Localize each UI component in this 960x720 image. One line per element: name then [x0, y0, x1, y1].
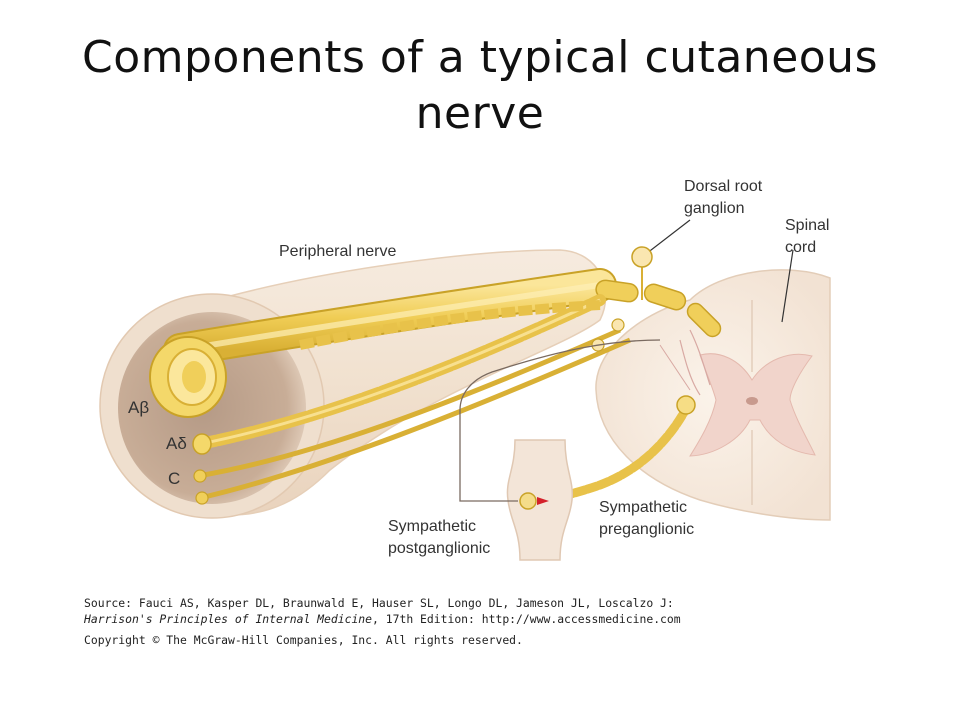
- a-beta-label: Aβ: [128, 398, 149, 417]
- sympathetic-pre-label-line2: preganglionic: [599, 521, 694, 538]
- peripheral-nerve-label: Peripheral nerve: [279, 243, 397, 260]
- source-copyright: Copyright © The McGraw-Hill Companies, I…: [84, 633, 884, 649]
- source-edition: , 17th Edition: http://www.accessmedicin…: [372, 612, 681, 626]
- source-caption: Source: Fauci AS, Kasper DL, Braunwald E…: [84, 596, 884, 649]
- sympathetic-post-label-line2: postganglionic: [388, 540, 490, 557]
- c-fiber-label: C: [168, 469, 180, 488]
- sympathetic-pre-label-line1: Sympathetic: [599, 499, 687, 516]
- dorsal-root-label-line2: ganglion: [684, 200, 745, 217]
- spinal-cord-label-line1: Spinal: [785, 217, 829, 234]
- spinal-cord: [596, 270, 830, 520]
- central-canal: [746, 397, 758, 405]
- spinal-cord-label-line2: cord: [785, 239, 816, 256]
- dorsal-root-label-line1: Dorsal root: [684, 178, 763, 195]
- a-delta-label: Aδ: [166, 434, 187, 453]
- source-line-2: Harrison's Principles of Internal Medici…: [84, 612, 884, 628]
- source-book-title: Harrison's Principles of Internal Medici…: [84, 612, 372, 626]
- sympathetic-ganglion: [507, 440, 572, 560]
- source-line-1: Source: Fauci AS, Kasper DL, Braunwald E…: [84, 596, 884, 612]
- sympathetic-post-label-line1: Sympathetic: [388, 518, 476, 535]
